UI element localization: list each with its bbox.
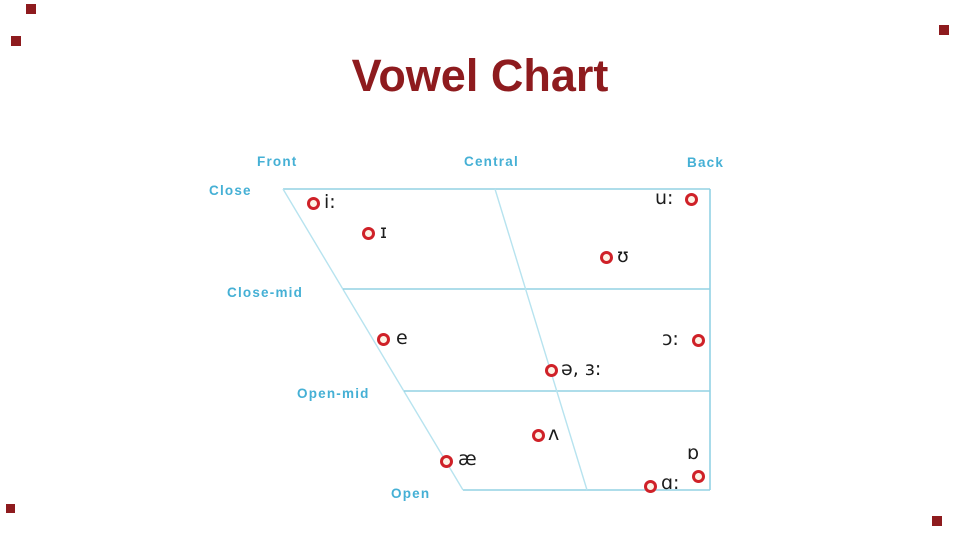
vowel-symbol-7: ʌ xyxy=(548,423,560,445)
vowel-dot-9 xyxy=(691,469,705,483)
vowel-symbol-5: ɔ: xyxy=(662,328,679,350)
axis-label-front: Front xyxy=(257,154,298,169)
trapezoid-line-left-slant xyxy=(282,188,464,491)
vowel-symbol-10: ɑ: xyxy=(661,472,680,494)
vowel-symbol-9: ɒ xyxy=(687,442,700,464)
vowel-dot-3 xyxy=(599,250,613,264)
corner-mark-2 xyxy=(939,25,949,35)
vowel-dot-1 xyxy=(361,226,375,240)
vowel-symbol-0: i: xyxy=(324,191,336,213)
vowel-dot-0 xyxy=(306,196,320,210)
vowel-symbol-8: æ xyxy=(458,448,477,470)
corner-mark-4 xyxy=(932,516,942,526)
vowel-symbol-4: e xyxy=(396,327,408,349)
vowel-symbol-6: ə, ɜ: xyxy=(561,358,602,380)
vowel-symbol-1: ɪ xyxy=(380,221,388,243)
page-title: Vowel Chart xyxy=(351,50,609,101)
vowel-symbol-2: u: xyxy=(655,187,674,209)
corner-mark-0 xyxy=(26,4,36,14)
vowel-dot-7 xyxy=(531,428,545,442)
vowel-dot-10 xyxy=(643,479,657,493)
axis-label-open-mid: Open-mid xyxy=(297,386,370,401)
axis-label-open: Open xyxy=(391,486,431,501)
vowel-dot-2 xyxy=(684,192,698,206)
corner-mark-3 xyxy=(6,504,15,513)
vowel-dot-4 xyxy=(376,332,390,346)
vowel-dot-5 xyxy=(691,333,705,347)
vowel-symbol-3: ʊ xyxy=(617,245,629,267)
vowel-dot-8 xyxy=(439,454,453,468)
axis-label-close: Close xyxy=(209,183,252,198)
trapezoid-line-central-slant xyxy=(494,188,588,491)
corner-mark-1 xyxy=(11,36,21,46)
axis-label-central: Central xyxy=(464,154,519,169)
axis-label-back: Back xyxy=(687,155,725,170)
axis-label-close-mid: Close-mid xyxy=(227,285,304,300)
vowel-dot-6 xyxy=(544,363,558,377)
